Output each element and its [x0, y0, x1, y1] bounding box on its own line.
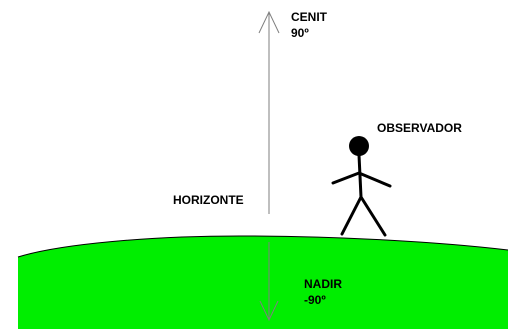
- nadir-angle-label: -90º: [304, 293, 326, 307]
- zenith-label: CENIT: [291, 10, 327, 24]
- zenith-angle-label: 90º: [291, 26, 309, 40]
- observer-head: [349, 136, 369, 156]
- observer-figure: [333, 136, 390, 235]
- observer-body: [359, 155, 361, 197]
- ground-hill: [18, 236, 508, 329]
- nadir-label: NADIR: [304, 277, 342, 291]
- observer-legs: [342, 197, 385, 235]
- horizon-label: HORIZONTE: [173, 193, 244, 207]
- observer-label: OBSERVADOR: [377, 121, 462, 135]
